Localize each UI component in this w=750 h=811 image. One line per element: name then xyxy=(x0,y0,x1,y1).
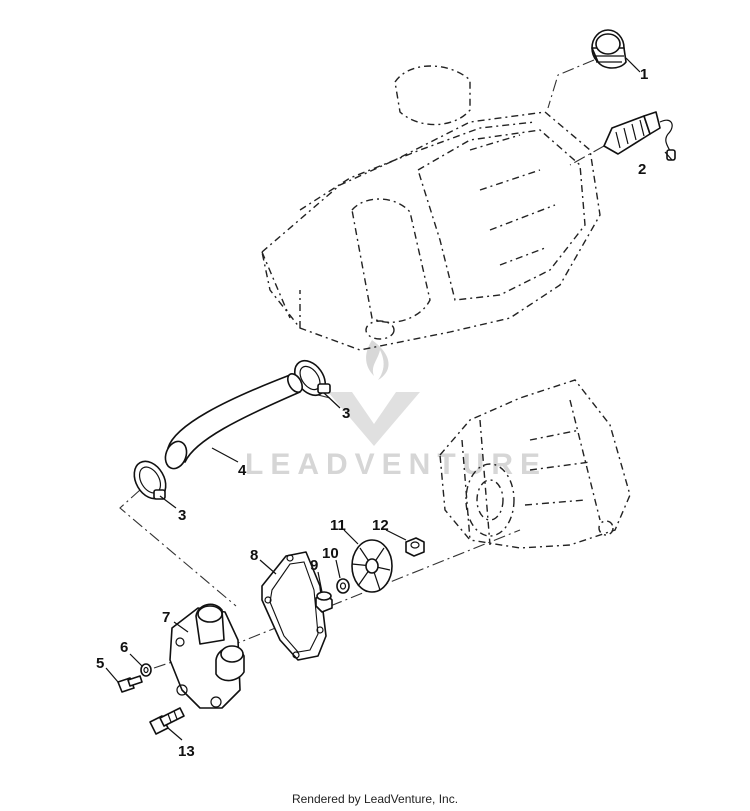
part-5-bolt xyxy=(117,675,143,693)
callout-1: 1 xyxy=(640,66,648,83)
assembly-lines xyxy=(119,59,605,669)
part-9-seal xyxy=(315,591,333,613)
callout-3-lower: 3 xyxy=(178,507,186,524)
callout-11: 11 xyxy=(330,517,346,534)
callout-5: 5 xyxy=(96,655,104,672)
callout-8: 8 xyxy=(250,547,258,564)
callout-13: 13 xyxy=(178,743,195,760)
watermark-v-icon xyxy=(328,392,420,446)
callout-3-upper: 3 xyxy=(342,405,350,422)
watermark-flame-icon xyxy=(366,340,389,380)
callout-9: 9 xyxy=(310,557,318,574)
watermark: LEADVENTURE xyxy=(245,340,547,481)
callout-2: 2 xyxy=(638,161,646,178)
callout-6: 6 xyxy=(120,639,128,656)
crankcase-outline xyxy=(439,379,631,549)
callout-7: 7 xyxy=(162,609,170,626)
cylinder-head-outline xyxy=(261,65,601,351)
callout-4: 4 xyxy=(238,462,247,479)
watermark-text: LEADVENTURE xyxy=(245,448,547,481)
footer-credit: Rendered by LeadVenture, Inc. xyxy=(291,792,459,806)
callout-10: 10 xyxy=(322,545,339,562)
part-13-bolt xyxy=(149,707,185,735)
part-2-sensor xyxy=(603,111,676,161)
callout-12: 12 xyxy=(372,517,389,534)
callout-leaders xyxy=(105,57,673,741)
part-1-cap xyxy=(591,29,627,69)
part-8-gasket xyxy=(261,551,327,661)
part-10-washer xyxy=(336,578,350,594)
part-6-washer xyxy=(140,663,152,677)
part-4-hose xyxy=(164,373,304,470)
part-11-impeller xyxy=(351,539,393,593)
part-7-pump-cover xyxy=(169,603,245,709)
part-12-nut xyxy=(405,537,425,557)
part-3-clamp-lower xyxy=(133,460,167,500)
